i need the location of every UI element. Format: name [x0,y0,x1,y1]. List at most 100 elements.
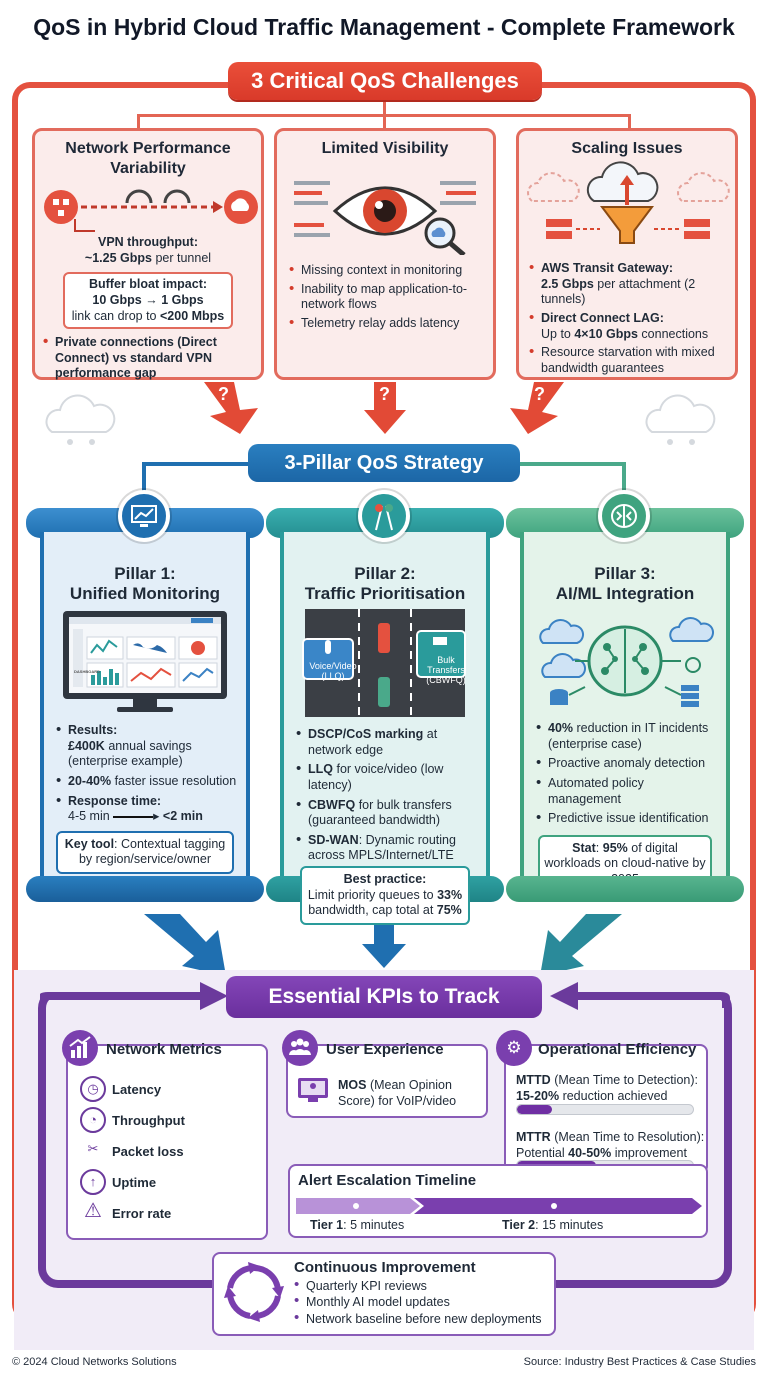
broken-packet-icon: ✂ [80,1138,106,1164]
pillar3-column: Pillar 3:AI/ML Integration 40% reduction… [520,532,730,894]
visibility-item: Missing context in monitoring [289,263,483,279]
continuous-improvement-title: Continuous Improvement [294,1259,476,1276]
footer-copyright: © 2024 Cloud Networks Solutions [12,1356,177,1368]
down-arrow-icon [364,382,406,434]
footer-source: Source: Industry Best Practices & Case S… [523,1356,756,1368]
pillar1-column: Pillar 1:Unified Monitoring DASHBOARD Re… [40,532,250,882]
ai-item: Proactive anomaly detection [536,756,718,772]
bloat-title: Buffer bloat impact: [88,277,208,292]
lane-bulk-label: Bulk Transfers (CBWFQ) [426,655,466,685]
bloat-line1: 10 Gbps → 1 Gbps [92,292,204,307]
best-practice-callout: Best practice: Limit priority queues to … [300,866,470,925]
chart-monitor-icon [118,490,170,542]
vpn-label: VPN throughput: [98,235,198,249]
strategy-banner: 3-Pillar QoS Strategy [248,444,520,482]
card-title: Limited Visibility [321,140,449,157]
escalation-timeline-bar [296,1198,702,1214]
down-arrow-icon [144,914,226,976]
question-mark: ? [379,384,390,404]
pillar2-title: Pillar 2:Traffic Prioritisation [304,564,466,603]
metric-uptime: Uptime [112,1175,157,1190]
tier2-label: Tier 2: 15 minutes [502,1218,604,1232]
dashboard-label: DASHBOARD [74,669,100,674]
pillar1-base [26,876,264,902]
kpi-banner: Essential KPIs to Track [226,976,542,1018]
tgw-item: AWS Transit Gateway:2.5 Gbps per attachm… [529,261,727,308]
metric-latency: Latency [112,1082,162,1097]
pillar2-column: Pillar 2:Traffic Prioritisation Voice/Vi… [280,532,490,882]
stopwatch-icon: ◷ [80,1076,106,1102]
user-experience-title: User Experience [326,1041,444,1058]
ai-item: Predictive issue identification [536,811,718,827]
metric-throughput: Throughput [112,1113,185,1128]
card-title: Scaling Issues [571,140,683,157]
mttd-progress-bar [516,1104,694,1115]
incidents-item: 40% reduction in IT incidents (enterpris… [536,721,718,752]
challenge-card-visibility: Limited Visibility Missing context in mo… [274,128,496,380]
cbwfq-item: CBWFQ for bulk transfers (guaranteed ban… [296,798,478,829]
down-arrow-icon [362,920,406,968]
question-mark: ? [218,384,229,404]
connector-drop-2 [383,100,386,128]
resource-starvation-item: Resource starvation with mixed bandwidth… [529,345,727,376]
down-arrow-icon [204,382,258,434]
dashboard-monitor-icon [63,611,227,713]
gears-icon: ⚙ [496,1030,532,1066]
down-arrow-icon [510,382,564,434]
mos-text: MOS (Mean Opinion Score) for VoIP/video [338,1078,457,1108]
key-tool-callout: Key tool: Contextual tagging by region/s… [56,830,234,875]
challenge-card-scaling: Scaling Issues AWS Transit Gateway:2.5 G… [516,128,738,380]
cloud-network-icon [645,394,716,445]
warning-icon: ⚠ [80,1200,106,1226]
private-connections-item: Private connections (Direct Connect) vs … [43,335,253,382]
results-item: Results:£400K annual savings (enterprise… [56,723,238,770]
network-metrics-title: Network Metrics [106,1041,222,1058]
dscp-item: DSCP/CoS marking at network edge [296,727,478,758]
ci-item: Network baseline before new deployments [294,1311,552,1327]
challenges-banner: 3 Critical QoS Challenges [228,62,542,100]
vpn-suffix: per tunnel [151,250,212,265]
bloat-line2-a: link can drop to [71,308,160,323]
ai-item: Automated policy management [536,776,718,807]
alert-escalation-title: Alert Escalation Timeline [298,1172,477,1189]
bloat-line2-b: <200 Mbps [159,308,225,323]
response-time-item: Response time:4-5 min ▸ <2 min [56,794,238,825]
down-arrow-icon [540,914,622,976]
operational-efficiency-title: Operational Efficiency [538,1041,697,1058]
connector-drop-1 [137,114,140,128]
road-pins-icon [358,490,410,542]
pillar3-title: Pillar 3:AI/ML Integration [555,564,695,603]
ci-item: Monthly AI model updates [294,1294,552,1310]
metric-packet-loss: Packet loss [112,1144,184,1159]
connector-drop-3 [628,114,631,128]
arrow-right-icon [113,815,154,818]
direct-connect-item: Direct Connect LAG:Up to 4×10 Gbps conne… [529,311,727,342]
lane-voice-label: Voice/Video (LLQ) [309,661,357,681]
visibility-item: Inability to map application-to-network … [289,282,483,313]
eye-monitoring-icon [294,181,476,255]
video-call-icon [298,1078,328,1102]
strategy-connector [142,462,626,498]
buffer-bloat-box: Buffer bloat impact: 10 Gbps → 1 Gbps li… [63,272,233,330]
network-path-diagram [44,189,258,232]
pillar3-base [506,876,744,902]
chart-icon [62,1030,98,1066]
kpi-arrows [40,982,730,1010]
uptime-arrow-icon: ↑ [80,1169,106,1195]
page-title: QoS in Hybrid Cloud Traffic Management -… [33,14,735,40]
card-title: Network Performance Variability [65,140,231,177]
gauge-icon: ◔ [80,1107,106,1133]
visibility-item: Telemetry relay adds latency [289,316,483,332]
users-icon [282,1030,318,1066]
cycle-arrows-icon [224,1262,284,1322]
question-mark: ? [534,384,545,404]
vpn-value: ~1.25 Gbps [84,250,152,265]
traffic-lanes-icon [302,609,466,718]
faster-resolution-item: 20-40% faster issue resolution [56,774,238,790]
cloud-network-icon [45,394,116,445]
metric-error-rate: Error rate [112,1206,172,1221]
brain-circuit-icon [598,490,650,542]
llq-item: LLQ for voice/video (low latency) [296,762,478,793]
ai-brain-icon [539,617,714,708]
continuous-improvement-list: Quarterly KPI reviews Monthly AI model u… [294,1278,552,1327]
